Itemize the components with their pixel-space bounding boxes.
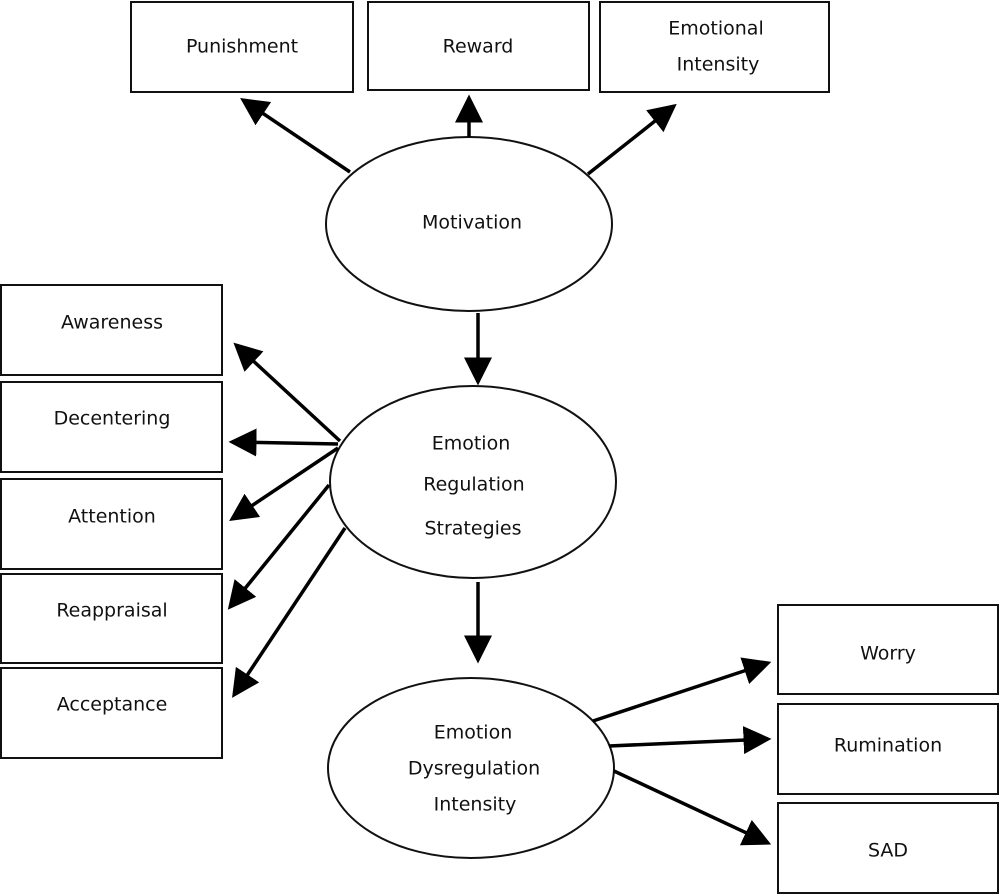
rumination-node: Rumination (777, 703, 999, 795)
punishment-node: Punishment (130, 1, 354, 93)
attention-node: Attention (0, 478, 223, 570)
ers-label-line3: Strategies (424, 518, 521, 540)
reappraisal-label: Reappraisal (56, 600, 167, 622)
arrow-ers-reappraisal (227, 483, 331, 610)
reward-node: Reward (367, 1, 590, 91)
arrow-ers-decentering (228, 428, 339, 457)
emotional-intensity-label-line2: Intensity (677, 54, 760, 76)
motivation-label: Motivation (422, 212, 522, 234)
ers-node: Emotion Regulation Strategies (329, 385, 617, 579)
edi-label-line1: Emotion (434, 722, 513, 744)
emotional-intensity-node: Emotional Intensity (599, 1, 830, 93)
attention-label: Attention (68, 506, 156, 528)
reappraisal-node: Reappraisal (0, 573, 223, 664)
worry-node: Worry (777, 604, 999, 695)
awareness-label: Awareness (61, 312, 163, 334)
sad-label: SAD (868, 840, 908, 862)
worry-label: Worry (860, 643, 916, 665)
arrow-ers-attention (229, 446, 339, 521)
motivation-node: Motivation (325, 136, 613, 312)
arrow-edi-sad (613, 769, 772, 846)
arrow-motivation-punishment (240, 98, 351, 174)
sad-node: SAD (777, 802, 999, 894)
rumination-label: Rumination (834, 735, 942, 757)
reward-label: Reward (443, 36, 514, 58)
arrow-ers-acceptance (232, 527, 347, 698)
edi-label-line3: Intensity (434, 794, 517, 816)
awareness-node: Awareness (0, 284, 223, 376)
edi-node: Emotion Dysregulation Intensity (327, 677, 615, 859)
arrow-edi-worry (592, 657, 772, 723)
punishment-label: Punishment (186, 36, 298, 58)
decentering-node: Decentering (0, 381, 223, 473)
ers-label-line1: Emotion (432, 433, 511, 455)
arrow-edi-rumination (608, 726, 772, 755)
edi-label-line2: Dysregulation (408, 758, 540, 780)
ers-label-line2: Regulation (423, 474, 524, 496)
acceptance-node: Acceptance (0, 667, 223, 759)
acceptance-label: Acceptance (57, 694, 168, 716)
arrow-ers-awareness (233, 342, 342, 443)
emotional-intensity-label-line1: Emotional (668, 18, 763, 40)
arrow-motivation-emotional-intensity (586, 103, 677, 176)
decentering-label: Decentering (54, 408, 171, 430)
